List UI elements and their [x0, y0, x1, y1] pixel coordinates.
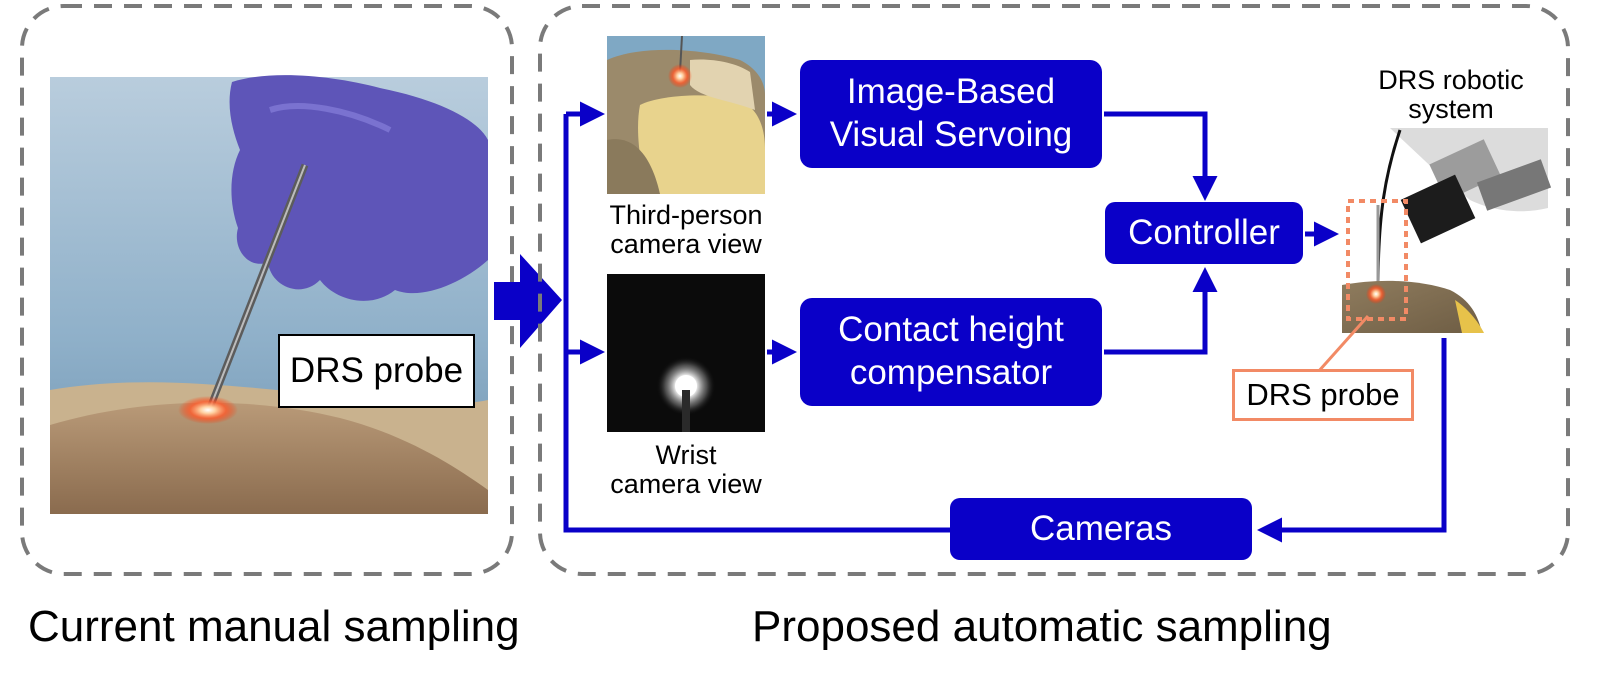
flow-arrows: [563, 101, 1447, 543]
contact-compensator-block: Contact height compensator: [800, 298, 1102, 406]
manual-sampling-caption: Current manual sampling: [28, 602, 520, 651]
robot-system-image: [1342, 128, 1552, 333]
manual-probe-label: DRS probe: [278, 334, 475, 408]
robot-probe-label: DRS probe: [1232, 369, 1414, 421]
automatic-sampling-caption: Proposed automatic sampling: [752, 602, 1332, 651]
manual-sampling-photo: [50, 75, 488, 514]
arrow-robot-to-cameras: [1257, 338, 1447, 543]
controller-block: Controller: [1105, 202, 1303, 264]
arrow-ibvs-to-controller: [1104, 111, 1218, 201]
third-person-view-label: Third-person camera view: [609, 200, 763, 260]
third-person-camera-image: [607, 35, 765, 195]
wrist-view-label: Wrist camera view: [610, 440, 762, 500]
probe-label-connector: [1316, 315, 1370, 373]
transition-arrow: [494, 254, 562, 348]
wrist-camera-image: [607, 274, 765, 432]
ibvs-block: Image-Based Visual Servoing: [800, 60, 1102, 168]
robot-system-label: DRS robotic system: [1378, 65, 1524, 125]
cameras-block: Cameras: [950, 498, 1252, 560]
arrow-contact-to-controller: [1104, 267, 1218, 355]
arrow-cameras-to-bus: [563, 114, 950, 533]
